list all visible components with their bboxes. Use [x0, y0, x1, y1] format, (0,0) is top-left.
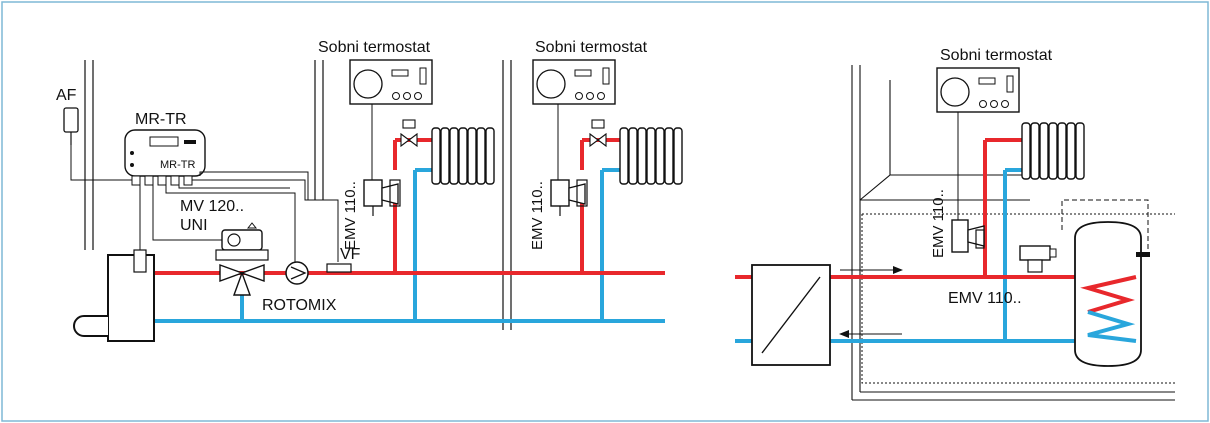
boiler [73, 249, 155, 342]
label-mr-tr-inner: MR-TR [160, 159, 195, 171]
label-emv-1: EMV 110.. [342, 181, 359, 250]
radiator-valve-2 [589, 119, 607, 148]
radiator-1 [431, 127, 495, 185]
sensor-dashed-line [1061, 199, 1149, 250]
zone-valve-emv-1 [363, 179, 401, 216]
room-thermostat-3 [936, 67, 1020, 222]
label-thermostat-1: Sobni termostat [318, 39, 431, 56]
walls-left [84, 60, 512, 330]
zone-valve-emv-3 [951, 219, 985, 253]
zone-valve-emv-4 [1019, 245, 1057, 273]
heat-exchanger [751, 264, 831, 366]
flow-sensor-vf [326, 263, 352, 273]
mixing-valve-mv120 [215, 222, 269, 296]
control-wiring [139, 171, 339, 262]
label-mr-tr: MR-TR [135, 111, 187, 128]
flow-arrows [839, 266, 903, 338]
label-emv-4: EMV 110.. [948, 290, 1022, 307]
controller-mr-tr [124, 129, 206, 186]
radiator-valve-1 [400, 119, 418, 148]
radiator-2 [619, 127, 683, 185]
circulation-pump [285, 261, 309, 285]
label-vf: VF [340, 246, 361, 263]
room-thermostat-1 [349, 59, 433, 182]
label-mv: MV 120.. [180, 198, 244, 215]
label-thermostat-3: Sobni termostat [940, 47, 1053, 64]
cold-pipe-left [155, 168, 665, 323]
room-thermostat-2 [532, 59, 616, 182]
zone-valve-emv-2 [550, 179, 588, 216]
label-uni: UNI [180, 217, 208, 234]
label-af: AF [56, 87, 77, 104]
label-emv-3: EMV 110.. [930, 189, 947, 258]
label-thermostat-2: Sobni termostat [535, 39, 648, 56]
outdoor-sensor-af [63, 107, 135, 181]
label-emv-2: EMV 110.. [529, 181, 546, 250]
radiator-3 [1021, 122, 1085, 180]
tank-heating-coil [1080, 275, 1137, 343]
label-rotomix: ROTOMIX [262, 297, 337, 314]
